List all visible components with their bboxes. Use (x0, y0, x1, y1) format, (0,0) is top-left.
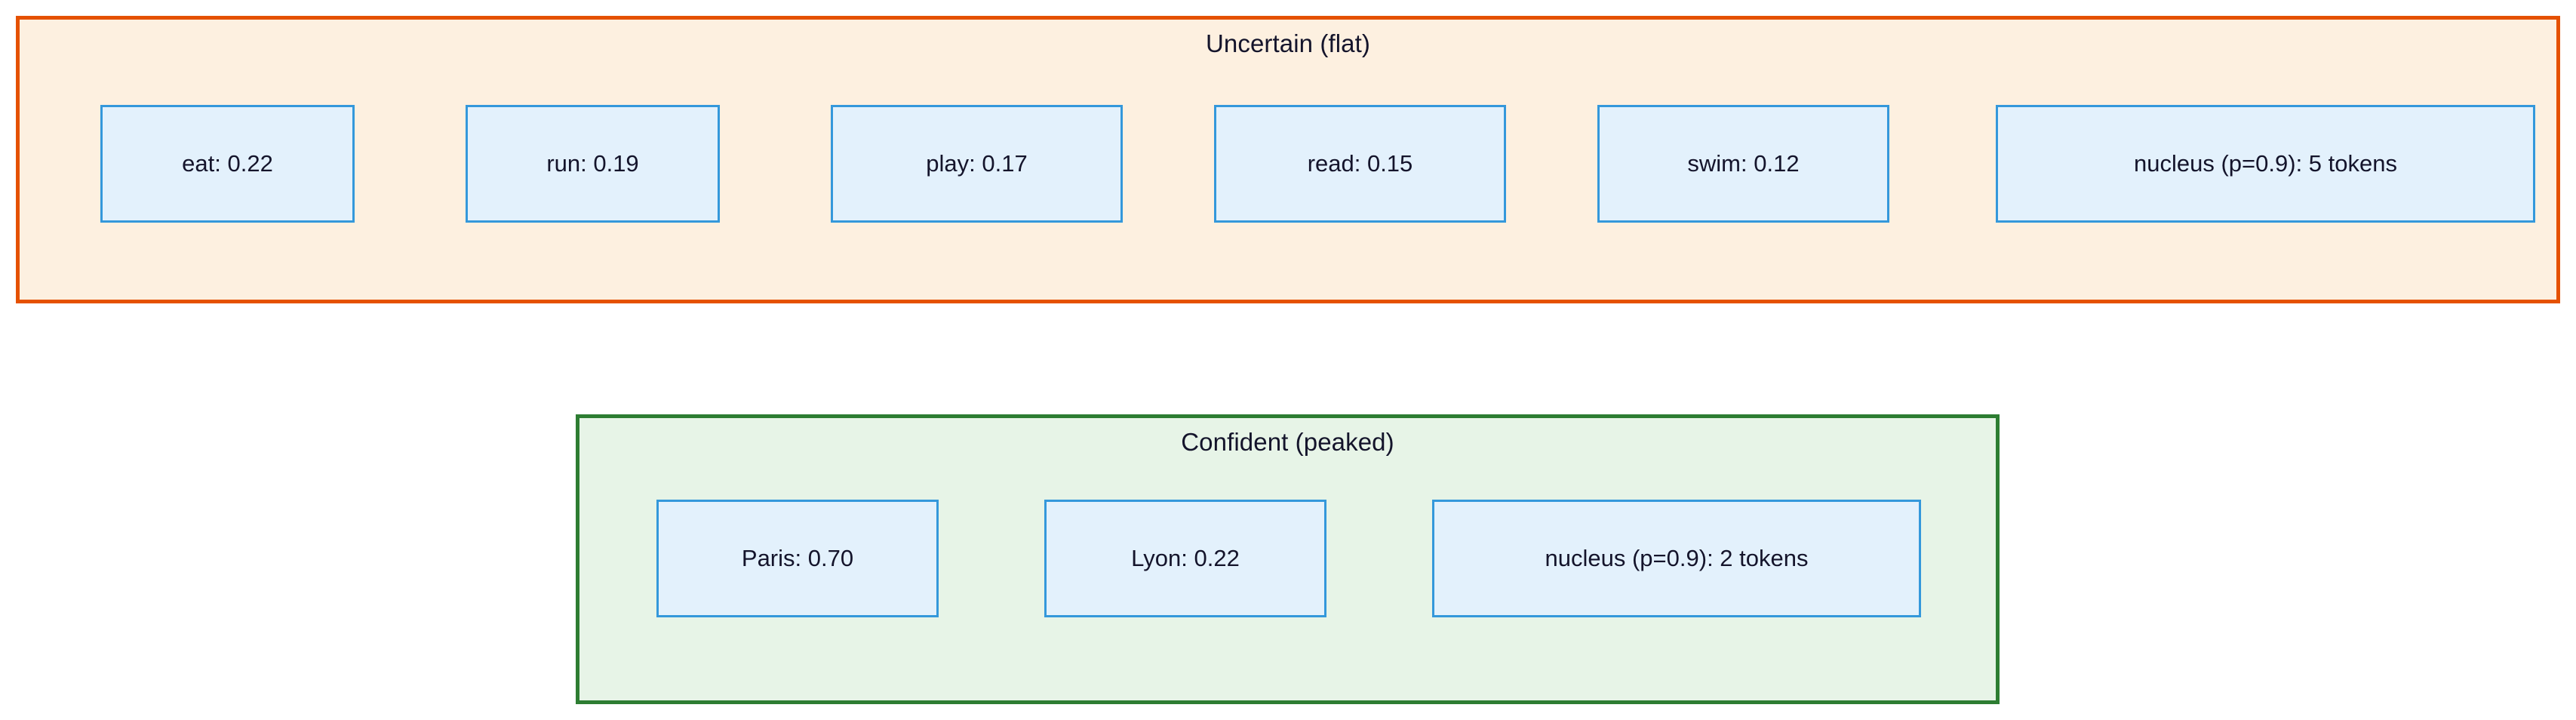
token-box-run-label: run: 0.19 (546, 150, 639, 177)
token-box-read-label: read: 0.15 (1307, 150, 1413, 177)
token-box-nucleus-confident[interactable]: nucleus (p=0.9): 2 tokens (1432, 500, 1921, 617)
token-box-lyon[interactable]: Lyon: 0.22 (1044, 500, 1326, 617)
token-box-swim[interactable]: swim: 0.12 (1597, 105, 1889, 223)
token-box-paris-label: Paris: 0.70 (741, 545, 854, 571)
token-box-run[interactable]: run: 0.19 (466, 105, 720, 223)
token-box-eat[interactable]: eat: 0.22 (100, 105, 355, 223)
token-box-nucleus-uncertain[interactable]: nucleus (p=0.9): 5 tokens (1996, 105, 2535, 223)
token-box-paris[interactable]: Paris: 0.70 (656, 500, 939, 617)
cluster-confident: Confident (peaked) Paris: 0.70 Lyon: 0.2… (576, 414, 2000, 704)
token-box-nucleus-confident-label: nucleus (p=0.9): 2 tokens (1545, 545, 1809, 571)
token-box-eat-label: eat: 0.22 (182, 150, 273, 177)
token-box-play-label: play: 0.17 (926, 150, 1028, 177)
cluster-uncertain-title: Uncertain (flat) (1205, 29, 1370, 57)
token-box-play[interactable]: play: 0.17 (831, 105, 1123, 223)
cluster-confident-title: Confident (peaked) (1181, 428, 1394, 456)
cluster-uncertain: Uncertain (flat) eat: 0.22 run: 0.19 pla… (16, 16, 2560, 303)
token-box-swim-label: swim: 0.12 (1687, 150, 1800, 177)
token-box-nucleus-uncertain-label: nucleus (p=0.9): 5 tokens (2134, 150, 2397, 177)
token-box-read[interactable]: read: 0.15 (1214, 105, 1506, 223)
token-box-lyon-label: Lyon: 0.22 (1131, 545, 1240, 571)
